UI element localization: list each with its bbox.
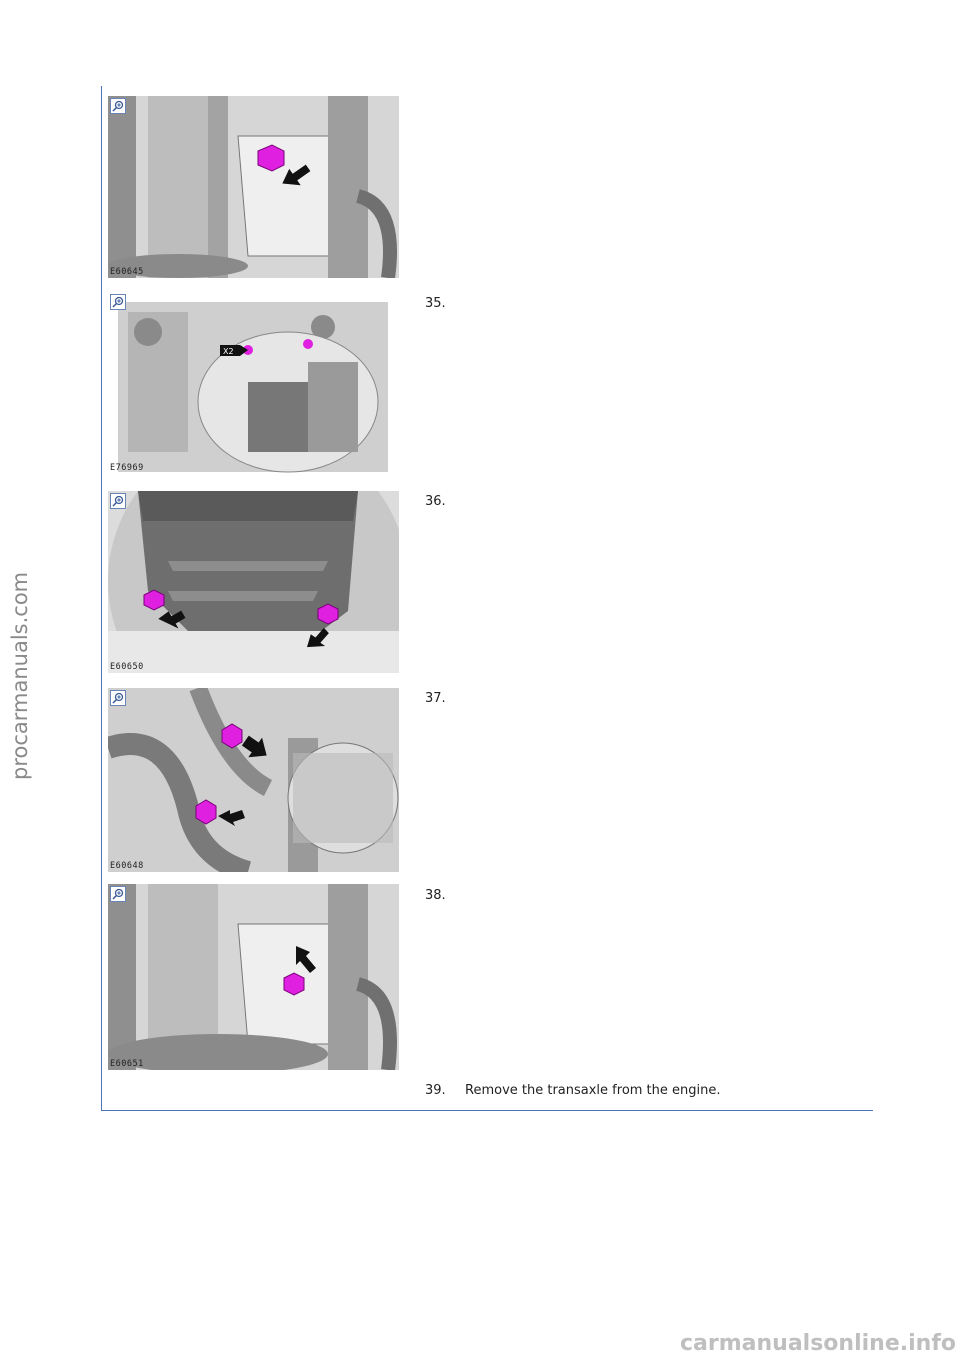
illustration-bolt-4: E60648 — [108, 688, 399, 872]
illustration-bolt-3: E60650 — [108, 491, 399, 673]
step-number: 39. — [425, 1083, 446, 1098]
page-frame-left-rule — [101, 86, 102, 1111]
zoom-in-icon[interactable] — [110, 493, 126, 509]
zoom-in-icon[interactable] — [110, 690, 126, 706]
figure-code: E60650 — [110, 662, 144, 672]
zoom-in-icon[interactable] — [110, 294, 126, 310]
figure-code: E76969 — [110, 463, 144, 473]
illustration-graphic — [108, 688, 399, 872]
figure-code: E60648 — [110, 861, 144, 871]
illustration-bolt-2: X2 E76969 — [108, 292, 399, 474]
step-number: 35. — [425, 296, 446, 311]
step-number: 37. — [425, 691, 446, 706]
figure-code: E60651 — [110, 1059, 144, 1069]
step-number: 36. — [425, 494, 446, 509]
figure-code: E60645 — [110, 267, 144, 277]
step-number: 38. — [425, 888, 446, 903]
illustration-bolt-5: E60651 — [108, 884, 399, 1070]
step-instruction: Remove the transaxle from the engine. — [465, 1083, 721, 1098]
illustration-graphic — [108, 884, 399, 1070]
side-watermark: procarmanuals.com — [8, 571, 32, 780]
illustration-graphic — [108, 96, 399, 278]
zoom-in-icon[interactable] — [110, 886, 126, 902]
callout-label: X2 — [223, 347, 234, 356]
illustration-graphic: X2 — [118, 302, 388, 473]
page-frame-bottom-rule — [101, 1110, 873, 1111]
illustration-bolt-1: E60645 — [108, 96, 399, 278]
illustration-graphic — [108, 491, 399, 673]
zoom-in-icon[interactable] — [110, 98, 126, 114]
bottom-watermark: carmanualsonline.info — [680, 1331, 956, 1356]
